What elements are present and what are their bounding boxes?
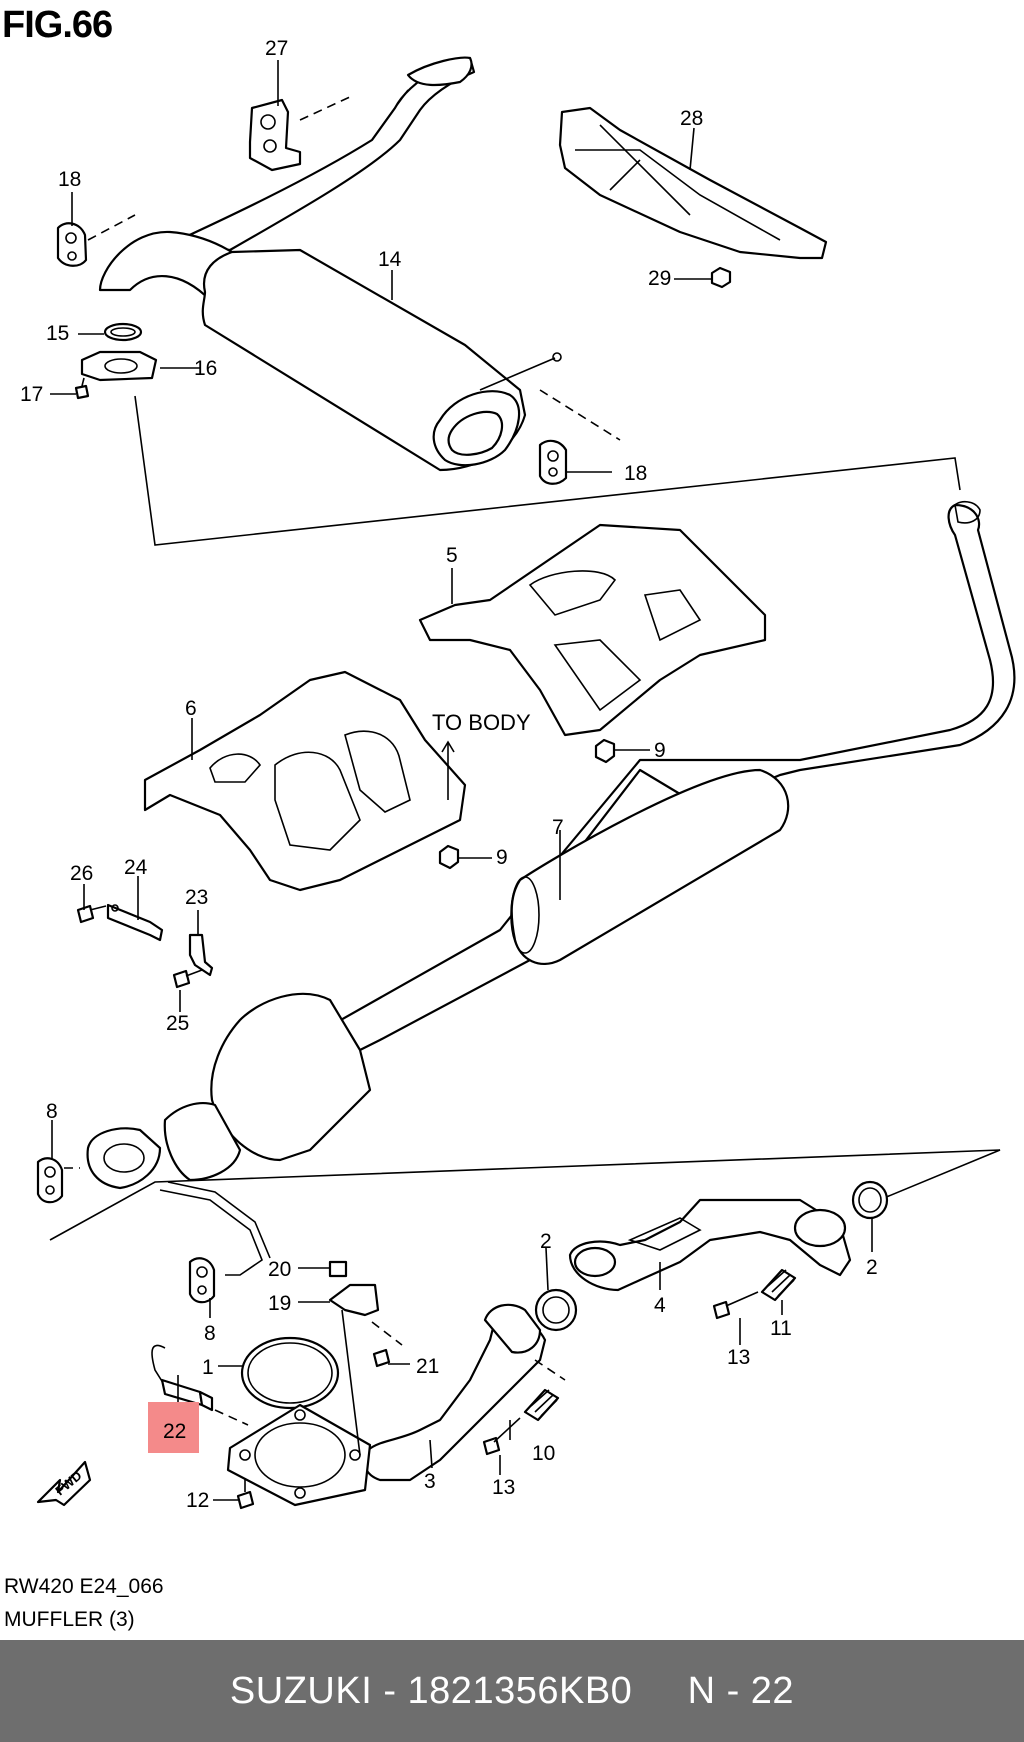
spring-10 [523, 1388, 560, 1422]
exploded-parts-diagram: FWD TO BODY [20, 37, 1016, 1512]
callout-labels: 27 28 18 14 29 15 16 17 18 5 6 9 9 7 26 … [20, 37, 878, 1512]
to-body-label: TO BODY [432, 710, 531, 735]
callout-25: 25 [166, 1012, 189, 1035]
part-22-highlight [148, 1402, 199, 1453]
bolt-13-left [482, 1417, 521, 1456]
figure-title: FIG.66 [2, 4, 113, 46]
flange [226, 1403, 372, 1507]
bolt-20 [328, 1260, 348, 1278]
callout-10: 10 [532, 1442, 555, 1465]
callout-23: 23 [185, 886, 208, 909]
heat-shield-28 [558, 106, 828, 260]
callout-15: 15 [46, 322, 69, 345]
bolt-25 [172, 969, 203, 989]
leader-lines [50, 60, 873, 1501]
sensor-wire [159, 1181, 271, 1276]
exhaust-pipe-3 [363, 1303, 566, 1482]
gasket-2-right [851, 1180, 889, 1220]
callout-3: 3 [424, 1470, 436, 1493]
bolt-17 [74, 377, 90, 400]
callout-8-lower: 8 [204, 1322, 216, 1345]
fwd-arrow-icon: FWD [36, 1460, 92, 1507]
bolt-21 [371, 1321, 403, 1368]
callout-28: 28 [680, 107, 703, 130]
callout-12: 12 [186, 1489, 209, 1512]
callout-5: 5 [446, 544, 458, 567]
callout-24: 24 [124, 856, 148, 879]
heat-shield-5 [418, 523, 767, 737]
callout-18-lower: 18 [624, 462, 647, 485]
callout-2-right: 2 [866, 1256, 878, 1279]
front-pipe-4 [568, 1198, 852, 1292]
gasket-15 [103, 322, 143, 342]
nut-9-lower [438, 844, 460, 870]
heat-shield-6 [143, 670, 467, 892]
oxygen-sensor-22 [151, 1344, 249, 1426]
nut-9-upper [594, 738, 616, 764]
bracket-24 [106, 903, 164, 942]
callout-4: 4 [654, 1294, 666, 1317]
callout-7: 7 [552, 816, 564, 839]
drawing-name: MUFFLER (3) [4, 1608, 135, 1631]
muffler-14 [98, 230, 621, 472]
bracket-19 [328, 1283, 380, 1456]
nut-29 [710, 266, 732, 289]
reference-line-upper [134, 395, 961, 546]
part-number-text: SUZUKI - 1821356KB0 N - 22 [229, 1669, 795, 1712]
callout-13-left: 13 [492, 1476, 515, 1499]
drawing-code: RW420 E24_066 [4, 1575, 164, 1598]
callout-18-upper: 18 [58, 168, 81, 191]
callout-6: 6 [185, 697, 197, 720]
bolt-13-right [712, 1291, 759, 1320]
callout-1: 1 [202, 1356, 214, 1379]
center-pipe-7 [268, 500, 1016, 1072]
hanger-18-upper [56, 214, 136, 267]
callout-19: 19 [268, 1292, 291, 1315]
callout-2-left: 2 [540, 1230, 552, 1253]
bracket-23 [188, 933, 214, 977]
callout-20: 20 [268, 1258, 291, 1281]
callout-11: 11 [770, 1317, 792, 1340]
callout-9-lower: 9 [496, 846, 508, 869]
callout-22: 22 [163, 1420, 186, 1443]
hanger-18-lower [538, 439, 568, 485]
callout-8-upper: 8 [46, 1100, 58, 1123]
callout-13-right: 13 [727, 1346, 750, 1369]
spring-11 [760, 1268, 797, 1302]
gasket-2-left [534, 1288, 578, 1332]
hanger-8-upper [36, 1157, 80, 1204]
callout-26: 26 [70, 862, 93, 885]
hanger-bracket-27 [248, 95, 353, 172]
callout-16: 16 [194, 357, 217, 380]
reference-line-lower [49, 1149, 1001, 1241]
callout-29: 29 [648, 267, 671, 290]
callout-9-upper: 9 [654, 739, 666, 762]
bolt-26 [76, 904, 107, 924]
part-number-bar: SUZUKI - 1821356KB0 N - 22 [0, 1640, 1024, 1742]
catalytic-converter [86, 992, 372, 1190]
bolt-12 [236, 1478, 255, 1510]
gasket-1 [240, 1336, 340, 1410]
callout-27: 27 [265, 37, 288, 60]
callout-21: 21 [416, 1355, 439, 1378]
callout-17: 17 [20, 383, 43, 406]
tail-pipe [166, 56, 476, 252]
clamp-16 [80, 350, 158, 382]
hanger-8-lower [188, 1257, 216, 1304]
callout-14: 14 [378, 248, 402, 271]
